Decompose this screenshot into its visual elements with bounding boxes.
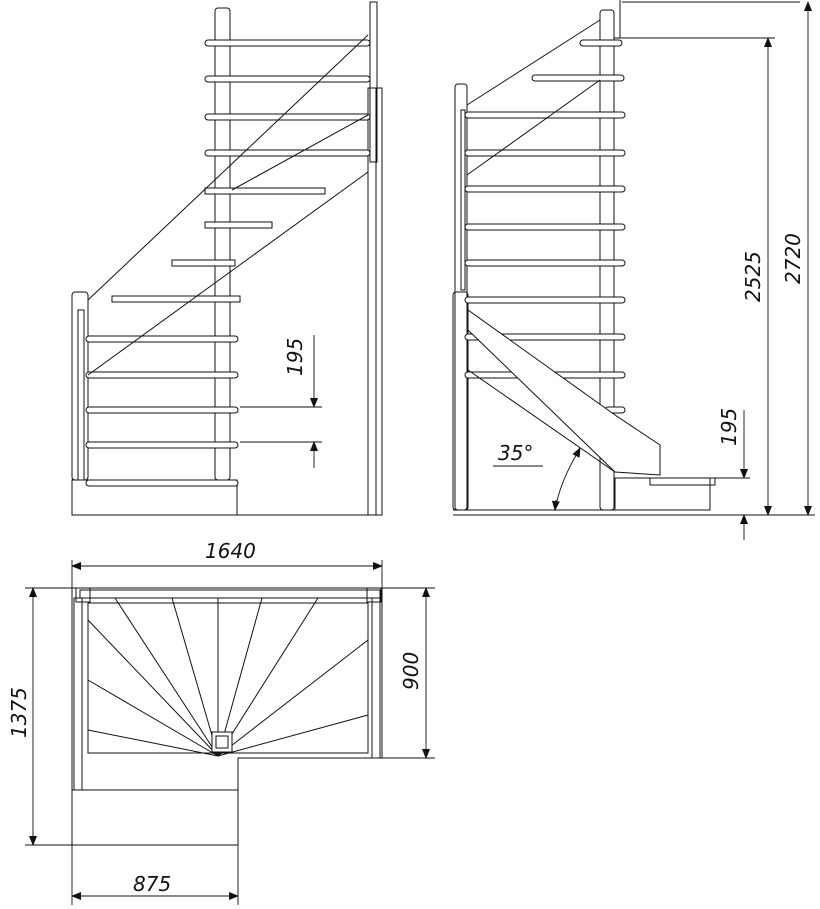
side-rail (464, 259, 626, 267)
plan-corner-post-left (75, 587, 91, 603)
plan-left-rail (73, 597, 83, 791)
side-bottom-step (614, 477, 711, 511)
dim-900-label: 900 (399, 652, 423, 690)
winder-line (171, 597, 219, 757)
dim-1640-label: 1640 (205, 539, 256, 563)
front-rail (85, 441, 239, 449)
front-rail (204, 75, 371, 83)
front-stringer-line-2 (231, 114, 369, 191)
front-rail (204, 39, 371, 47)
winder-line (87, 619, 219, 757)
winder-tread (111, 295, 241, 303)
plan-inner-boundary (87, 602, 369, 754)
side-rail (464, 111, 626, 119)
dim-875-label: 875 (133, 872, 171, 896)
winder-tread (204, 221, 273, 229)
plan-top-rail (79, 589, 381, 599)
winder-line (87, 729, 219, 757)
side-rail (464, 223, 626, 231)
angle-arrow-top (572, 447, 581, 458)
winder-line (217, 639, 369, 757)
front-left-newel-inner (77, 309, 85, 481)
angle-arrow-bottom (551, 499, 560, 511)
front-rail (85, 406, 239, 414)
winder-line (87, 679, 219, 757)
plan-winders (87, 597, 369, 757)
front-elevation-view: 195 (71, 1, 383, 516)
side-lower-stringer (467, 309, 661, 476)
front-upper-post (369, 1, 378, 163)
front-rail (204, 149, 371, 157)
winder-line (217, 714, 369, 757)
side-rail (464, 149, 626, 157)
side-handrail-line (466, 19, 601, 106)
side-rail (531, 74, 625, 82)
side-riser-label: 195 (717, 408, 741, 446)
plan-center-post (211, 731, 233, 753)
winder-tread (204, 187, 326, 195)
front-handrail-line (87, 34, 369, 301)
front-rail (85, 479, 239, 487)
front-rail (85, 335, 239, 343)
plan-right-rail (371, 597, 381, 759)
dim-2720-label: 2720 (781, 233, 805, 284)
front-left-newel (71, 291, 89, 481)
side-left-newel-inner (460, 109, 466, 291)
plan-view: 1640 1375 900 875 (7, 539, 435, 905)
side-elevation-view: 35° 195 2525 2720 (452, 0, 815, 540)
front-right-wall (375, 87, 383, 516)
winder-line (217, 597, 263, 757)
winder-line (217, 597, 319, 757)
plan-center-post-inner (215, 735, 229, 749)
plan-outline-right (72, 587, 383, 845)
front-stringer-line (87, 171, 369, 376)
dim-1375-label: 1375 (7, 687, 31, 738)
side-lower-newel (452, 291, 469, 511)
dim-2525-label: 2525 (741, 251, 765, 302)
side-rails (464, 39, 626, 414)
angle-label: 35° (498, 441, 533, 465)
side-rail (464, 296, 626, 304)
side-bottom-tread (649, 477, 716, 486)
front-rail (85, 371, 239, 379)
side-rail (579, 39, 623, 47)
riser-dimension-label: 195 (283, 338, 307, 376)
front-rail (204, 113, 371, 121)
side-stringer-line (466, 79, 601, 176)
plan-corner-post-right (366, 587, 382, 603)
winder-tread (171, 259, 236, 267)
angle-arc (554, 451, 579, 511)
side-rail (464, 185, 626, 193)
winder-line (114, 597, 219, 757)
side-top-slab-edge (614, 0, 621, 39)
side-stringer-bottom (467, 369, 616, 473)
front-rails (85, 39, 371, 487)
